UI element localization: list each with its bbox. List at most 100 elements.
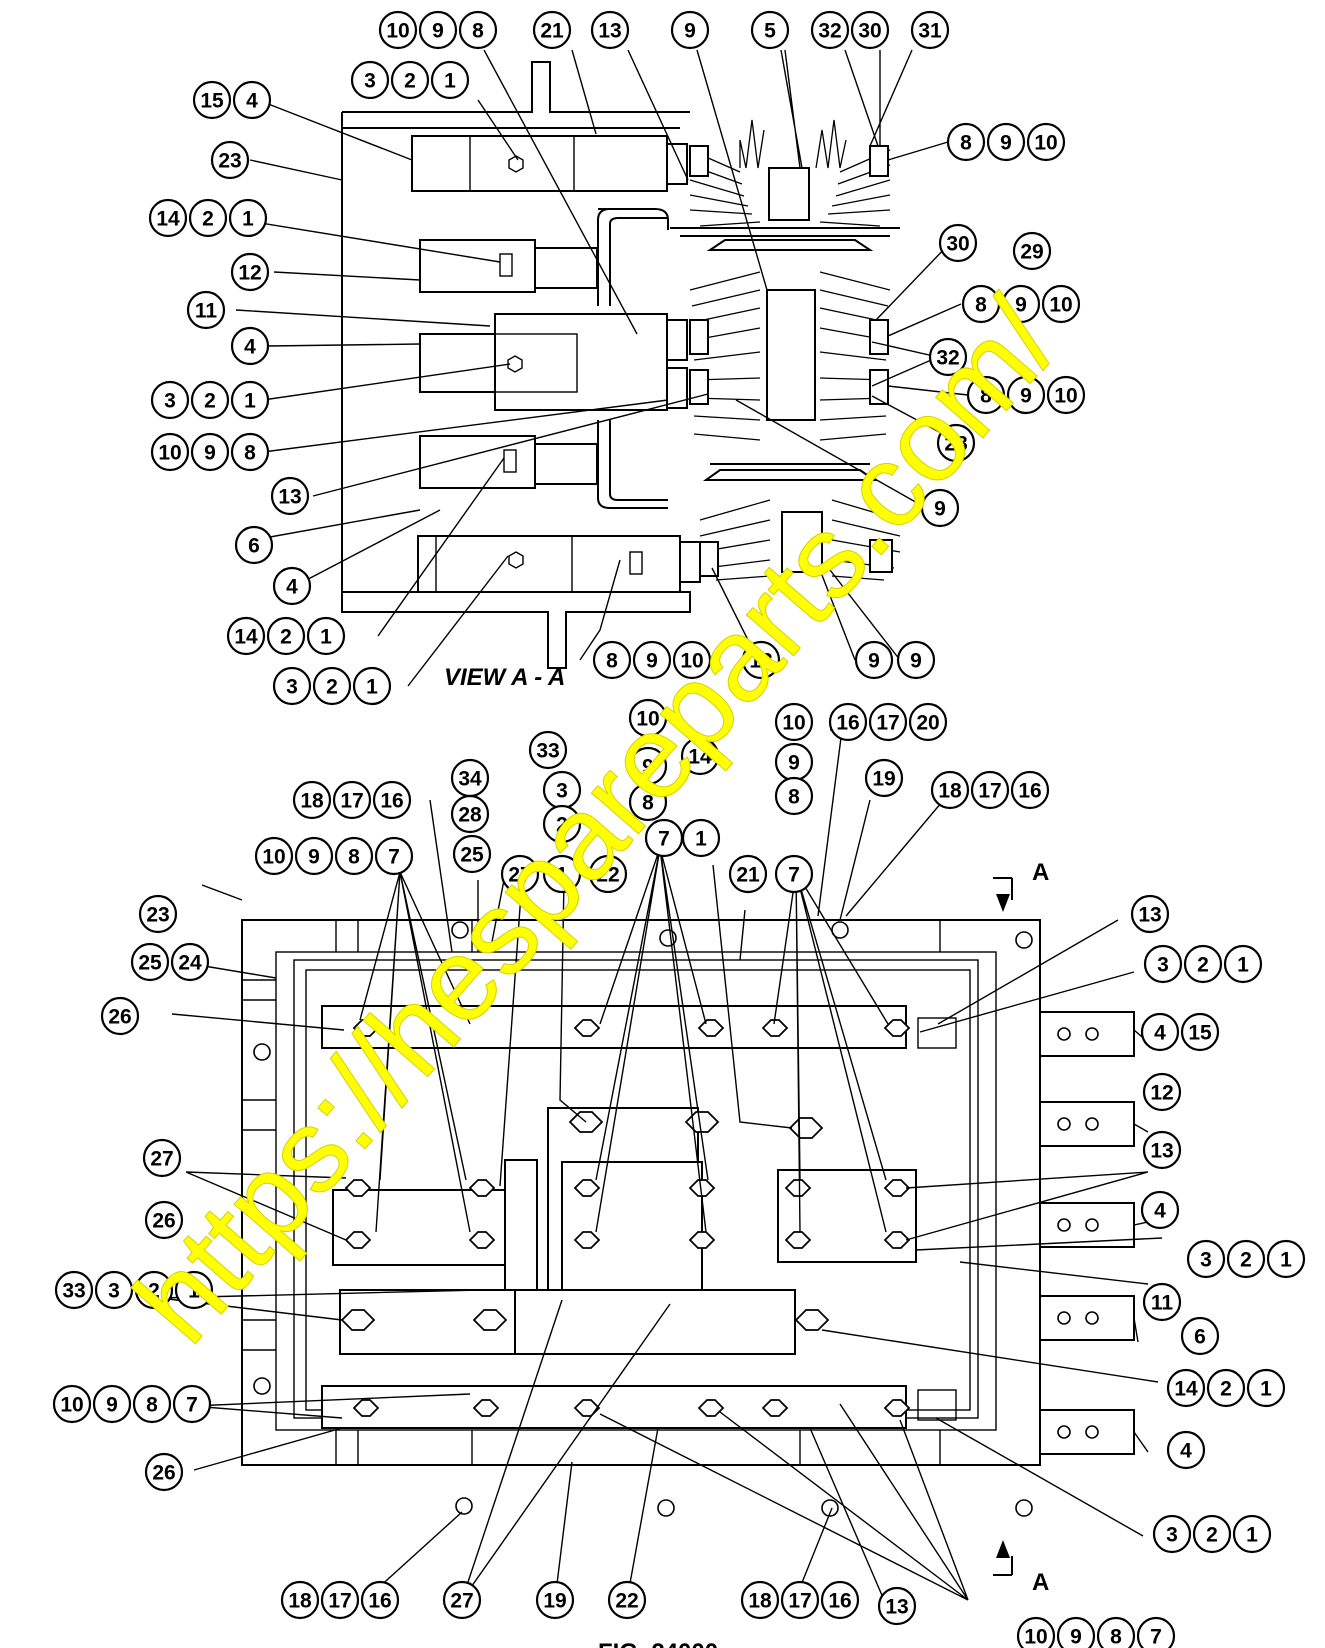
- callout-circle: [150, 380, 190, 420]
- plan-view-drawing: A A FIG. 24000: [159, 729, 1163, 1648]
- callout-number: 18: [938, 780, 962, 803]
- callout-circle: [320, 1580, 360, 1620]
- callout-circle: [452, 834, 492, 874]
- callout-circle: [1130, 894, 1170, 934]
- callout-number: 9: [204, 442, 216, 465]
- callout-number: 24: [178, 952, 202, 975]
- callout-balloon: 22: [588, 854, 628, 894]
- callout-number: 2: [1220, 1378, 1232, 1401]
- callout-circle: [170, 942, 210, 982]
- callout-circle: [430, 60, 470, 100]
- callout-circle: [230, 252, 270, 292]
- callout-circle: [750, 10, 790, 50]
- callout-number: 8: [788, 786, 800, 809]
- callout-balloon: 13: [1142, 1130, 1182, 1170]
- callout-circle: [148, 198, 188, 238]
- callout-circle: [142, 1138, 182, 1178]
- callout-circle: [352, 666, 392, 706]
- callout-circle: [1016, 1616, 1056, 1648]
- callout-number: 13: [598, 20, 621, 43]
- callout-circle: [312, 666, 352, 706]
- callout-number: 3: [364, 70, 376, 93]
- callout-number: 22: [615, 1590, 638, 1613]
- callout-number: 2: [1240, 1249, 1252, 1272]
- callout-balloon: 12: [1142, 1072, 1182, 1112]
- callout-balloon: 29: [1012, 231, 1052, 271]
- callout-number: 17: [876, 712, 899, 735]
- callout-number: 9: [868, 650, 880, 673]
- callout-number: 9: [432, 20, 444, 43]
- callout-circle: [1232, 1514, 1272, 1554]
- callout-circle: [132, 1384, 172, 1424]
- callout-circle: [868, 702, 908, 742]
- callout-balloon: 13: [877, 1586, 917, 1626]
- callout-circle: [360, 1580, 400, 1620]
- callout-circle: [458, 10, 498, 50]
- callout-number: 8: [980, 385, 992, 408]
- callout-number: 14: [1174, 1378, 1198, 1401]
- callout-circle: [1006, 375, 1046, 415]
- callout-circle: [592, 640, 632, 680]
- callout-number: 26: [108, 1006, 131, 1029]
- callout-number: 25: [460, 844, 484, 867]
- callout-circle: [150, 432, 190, 472]
- callout-number: 3: [1166, 1524, 1178, 1547]
- callout-number: 14: [688, 746, 712, 769]
- holes: [253, 921, 1099, 1517]
- callout-circle: [374, 836, 414, 876]
- section-mark-bottom: A: [1032, 1569, 1049, 1596]
- callout-balloon: 3: [542, 770, 582, 810]
- callout-number: 15: [200, 90, 224, 113]
- callout-balloon: 4: [230, 326, 270, 366]
- callout-number: 3: [1200, 1249, 1212, 1272]
- callout-circle: [500, 854, 540, 894]
- callout-number: 12: [238, 262, 261, 285]
- callout-number: 7: [658, 828, 670, 851]
- callout-number: 1: [1246, 1524, 1258, 1547]
- callout-circle: [810, 10, 850, 50]
- callout-number: 4: [1154, 1200, 1166, 1223]
- callout-balloon: 26: [144, 1452, 184, 1492]
- callout-balloon: 13: [590, 10, 630, 50]
- callout-number: 9: [1015, 294, 1027, 317]
- callout-number: 34: [458, 768, 482, 791]
- callout-circle: [350, 60, 390, 100]
- callout-number: 1: [1237, 954, 1249, 977]
- callout-circle: [210, 140, 250, 180]
- callout-circle: [532, 10, 572, 50]
- callout-circle: [670, 10, 710, 50]
- callout-number: 10: [1034, 132, 1057, 155]
- callout-number: 9: [934, 498, 946, 521]
- callout-circle: [306, 616, 346, 656]
- callout-number: 19: [543, 1590, 566, 1613]
- callout-balloon: 28: [450, 794, 490, 834]
- callout-number: 17: [340, 790, 363, 813]
- callout-circle: [1010, 770, 1050, 810]
- callout-number: 10: [262, 846, 285, 869]
- callout-number: 3: [286, 676, 298, 699]
- callout-number: 1: [695, 828, 707, 851]
- callout-balloon: 30: [938, 223, 978, 263]
- callout-circle: [192, 80, 232, 120]
- callout-number: 2: [204, 390, 216, 413]
- callout-number: 16: [836, 712, 859, 735]
- callout-circle: [378, 10, 418, 50]
- callout-number: 17: [788, 1590, 811, 1613]
- callout-circle: [1223, 944, 1263, 984]
- callout-balloon: 32: [810, 10, 850, 50]
- callout-circle: [864, 758, 904, 798]
- callout-number: 16: [368, 1590, 391, 1613]
- callout-number: 9: [1020, 385, 1032, 408]
- callout-circle: [938, 223, 978, 263]
- callout-balloon: 13: [741, 640, 781, 680]
- callout-circle: [390, 60, 430, 100]
